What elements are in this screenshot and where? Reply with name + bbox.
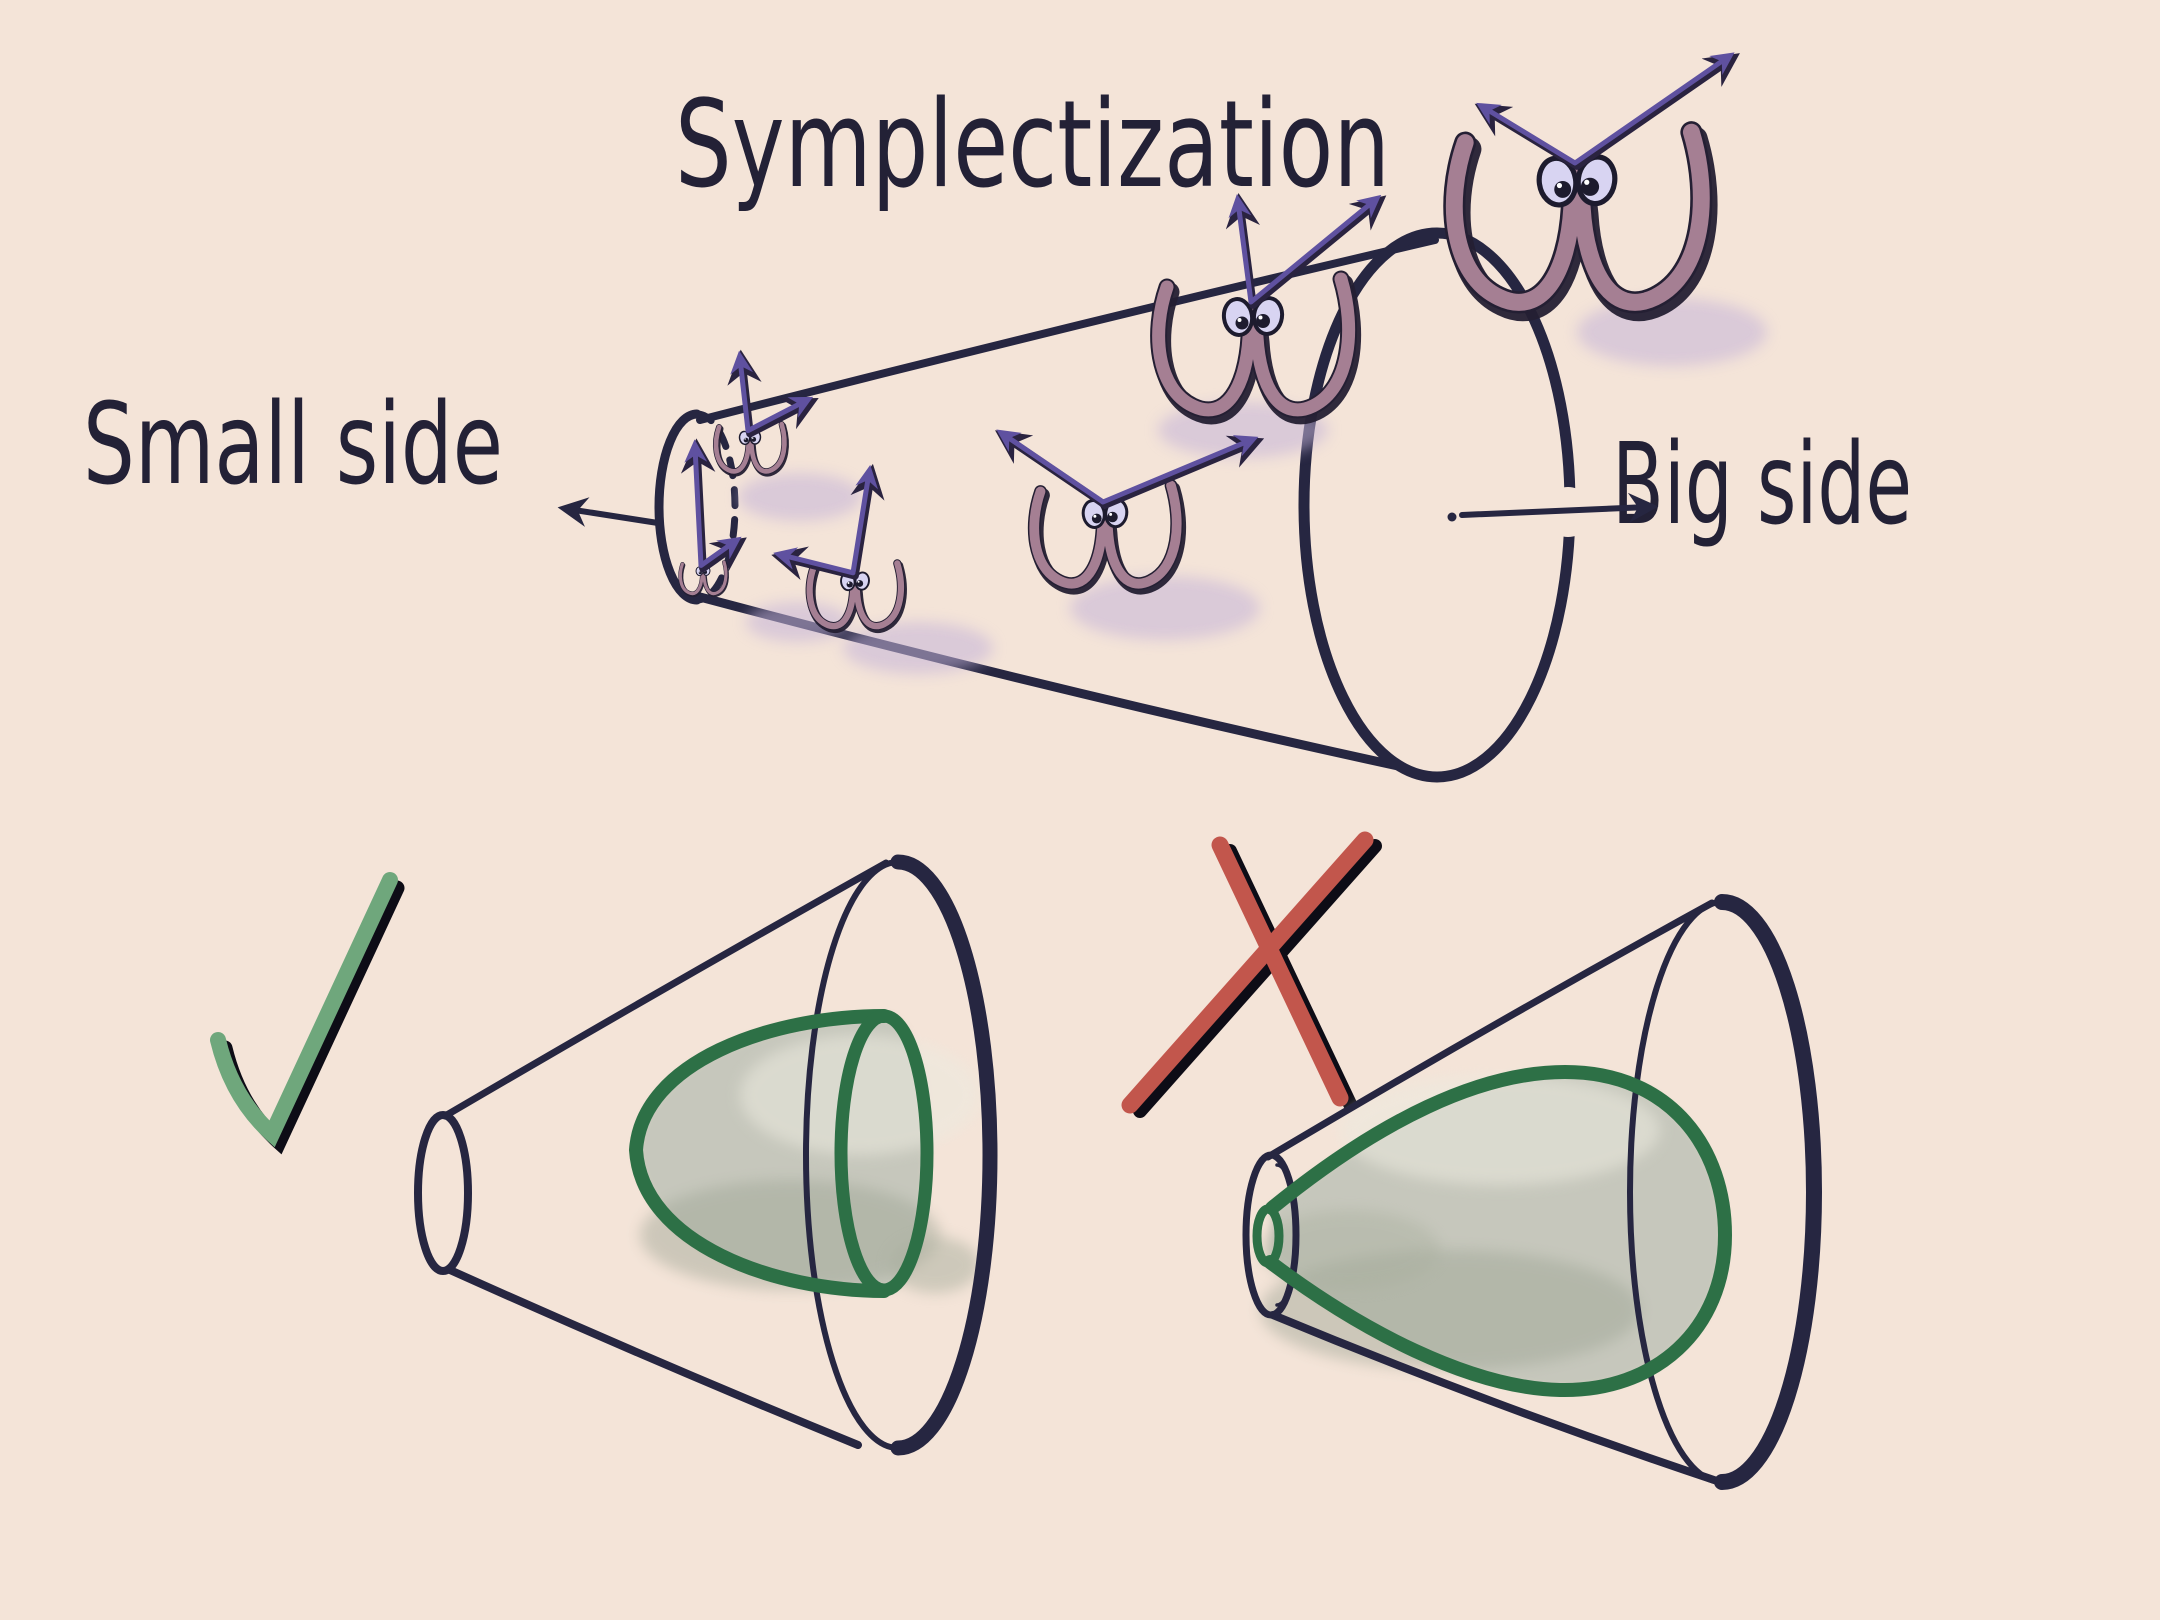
creature-arrow-dark: [1101, 435, 1265, 509]
cone-top-edge: [696, 236, 1439, 424]
creature-arrow: [1100, 435, 1259, 505]
creature-arrow: [1248, 194, 1382, 305]
invalid-region-fill: [1260, 1072, 1725, 1391]
creature-arrow: [730, 350, 754, 434]
valid-cone-figure: [414, 854, 998, 1456]
valid-cone-bottom-edge: [446, 1266, 862, 1449]
creature-shadow: [843, 622, 993, 674]
creature-arrow-dark: [1573, 53, 1740, 170]
creature-arrow: [996, 429, 1106, 505]
small-side-arrow: [557, 497, 661, 527]
small-end-ellipse-front: [654, 409, 702, 605]
check-icon: [210, 872, 405, 1155]
creature-arrow: [773, 547, 856, 576]
cross-icon: [1121, 831, 1382, 1118]
big-side-label: Big side: [1612, 420, 1912, 550]
creature-arrow: [1476, 102, 1578, 166]
invalid-cone-figure: [1242, 894, 1822, 1490]
creature-arrow-dark: [1249, 195, 1387, 309]
invalid-region-outline: [1252, 1064, 1733, 1398]
invalid-cone-bottom-edge: [1269, 1311, 1721, 1485]
creature-arrows: [680, 52, 1740, 580]
invalid-cone-small-ellipse-inner: [1275, 1163, 1298, 1307]
creature-arrow: [684, 439, 708, 568]
creature-arrow: [1228, 194, 1254, 305]
creature-arrow: [1572, 52, 1735, 166]
invalid-cone-top-edge: [1264, 899, 1716, 1161]
small-end-ellipse-back: [693, 410, 739, 604]
invalid-cone-big-ellipse-heavy-edge: [1714, 894, 1822, 1490]
creature-arrow: [698, 536, 742, 568]
big-side-arrow: [1447, 492, 1659, 523]
small-side-label: Small side: [83, 380, 503, 510]
creature-arrow: [745, 396, 814, 434]
page-title: Symplectization: [675, 76, 1390, 215]
valid-cone-small-ellipse: [414, 1111, 472, 1275]
creature-shadow: [1070, 576, 1260, 640]
creature-arrow: [850, 464, 878, 576]
valid-cone-top-edge: [441, 859, 890, 1120]
valid-cone-big-ellipse-heavy-edge: [890, 854, 998, 1456]
creature-shadow: [738, 473, 862, 521]
creature-shadow: [746, 602, 850, 642]
valid-region-outline: [628, 1009, 934, 1298]
